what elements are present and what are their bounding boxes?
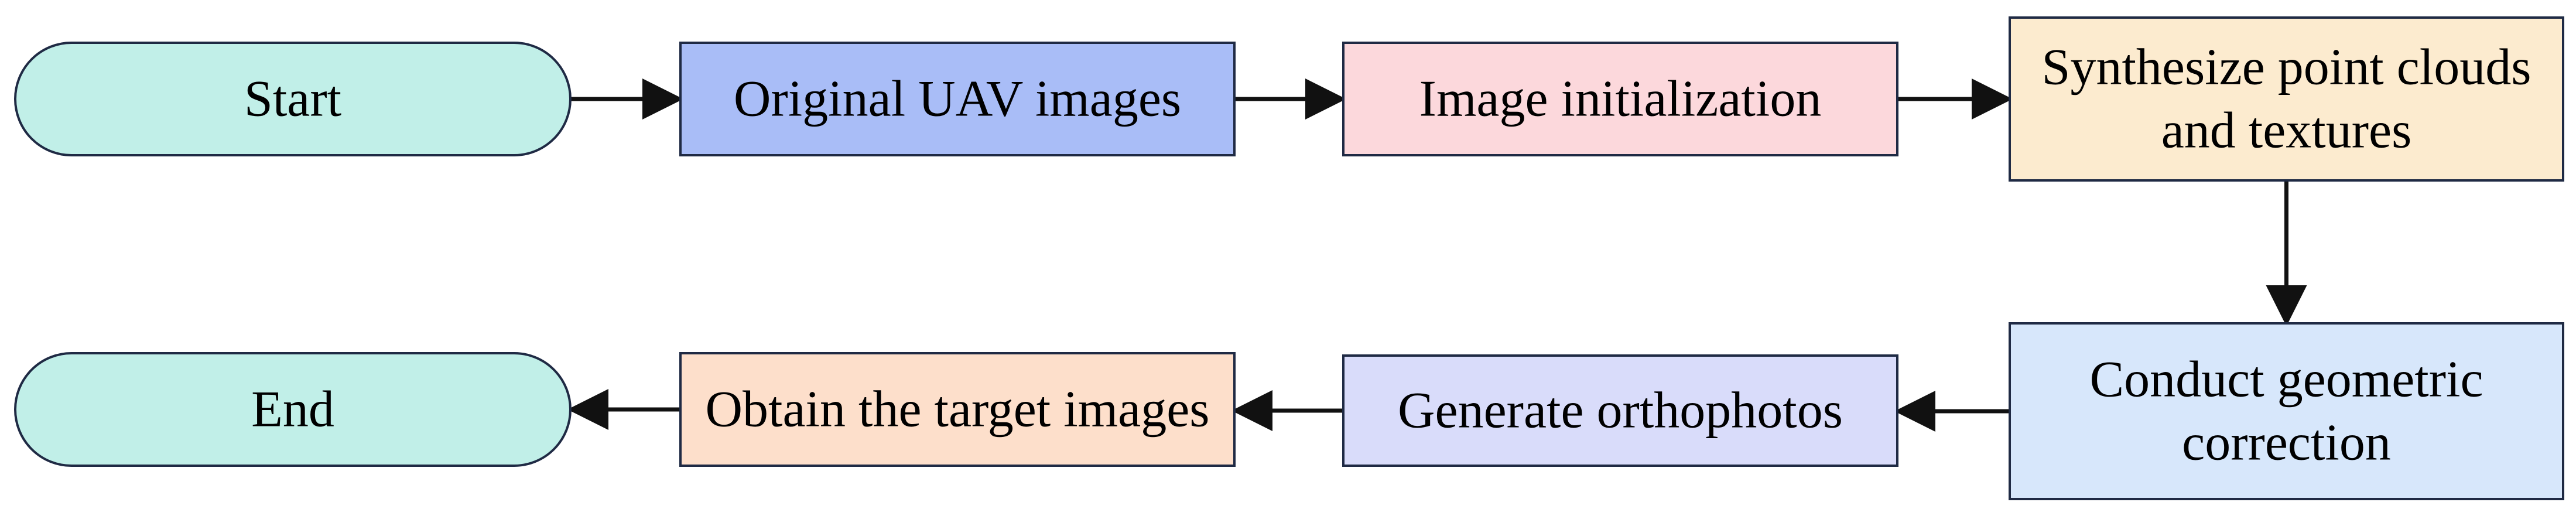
node-original-shape bbox=[679, 42, 1236, 156]
node-original: Original UAV images bbox=[679, 42, 1236, 156]
node-ortho-shape bbox=[1342, 354, 1898, 467]
node-obtain-shape bbox=[679, 352, 1236, 467]
node-init-shape bbox=[1342, 42, 1898, 156]
nodes: Start Original UAV images Image initializa… bbox=[14, 16, 2564, 500]
node-end: End bbox=[14, 352, 572, 467]
node-end-shape bbox=[14, 352, 572, 467]
node-end-label-line-0: End bbox=[251, 381, 334, 438]
node-geo-label-line-1: correction bbox=[2182, 415, 2391, 472]
node-start-shape bbox=[14, 42, 572, 156]
node-synth-shape bbox=[2009, 16, 2564, 182]
node-start-label-line-0: Start bbox=[244, 71, 341, 128]
node-obtain-label-line-0: Obtain the target images bbox=[705, 381, 1209, 438]
node-synth-label-line-1: and textures bbox=[2161, 103, 2412, 159]
node-geo: Conduct geometric correction bbox=[2009, 322, 2564, 500]
node-init: Image initialization bbox=[1342, 42, 1898, 156]
edges bbox=[567, 78, 2307, 432]
node-init-label-line-0: Image initialization bbox=[1419, 71, 1822, 128]
node-ortho-label-line-0: Generate orthophotos bbox=[1398, 383, 1843, 439]
node-start: Start bbox=[14, 42, 572, 156]
node-original-label-line-0: Original UAV images bbox=[734, 71, 1181, 128]
node-geo-label-line-0: Conduct geometric bbox=[2089, 351, 2483, 408]
node-geo-shape bbox=[2009, 322, 2564, 500]
node-synth-label-line-0: Synthesize point clouds bbox=[2042, 39, 2531, 96]
node-ortho: Generate orthophotos bbox=[1342, 354, 1898, 467]
node-synth: Synthesize point clouds and textures bbox=[2009, 16, 2564, 182]
node-obtain: Obtain the target images bbox=[679, 352, 1236, 467]
